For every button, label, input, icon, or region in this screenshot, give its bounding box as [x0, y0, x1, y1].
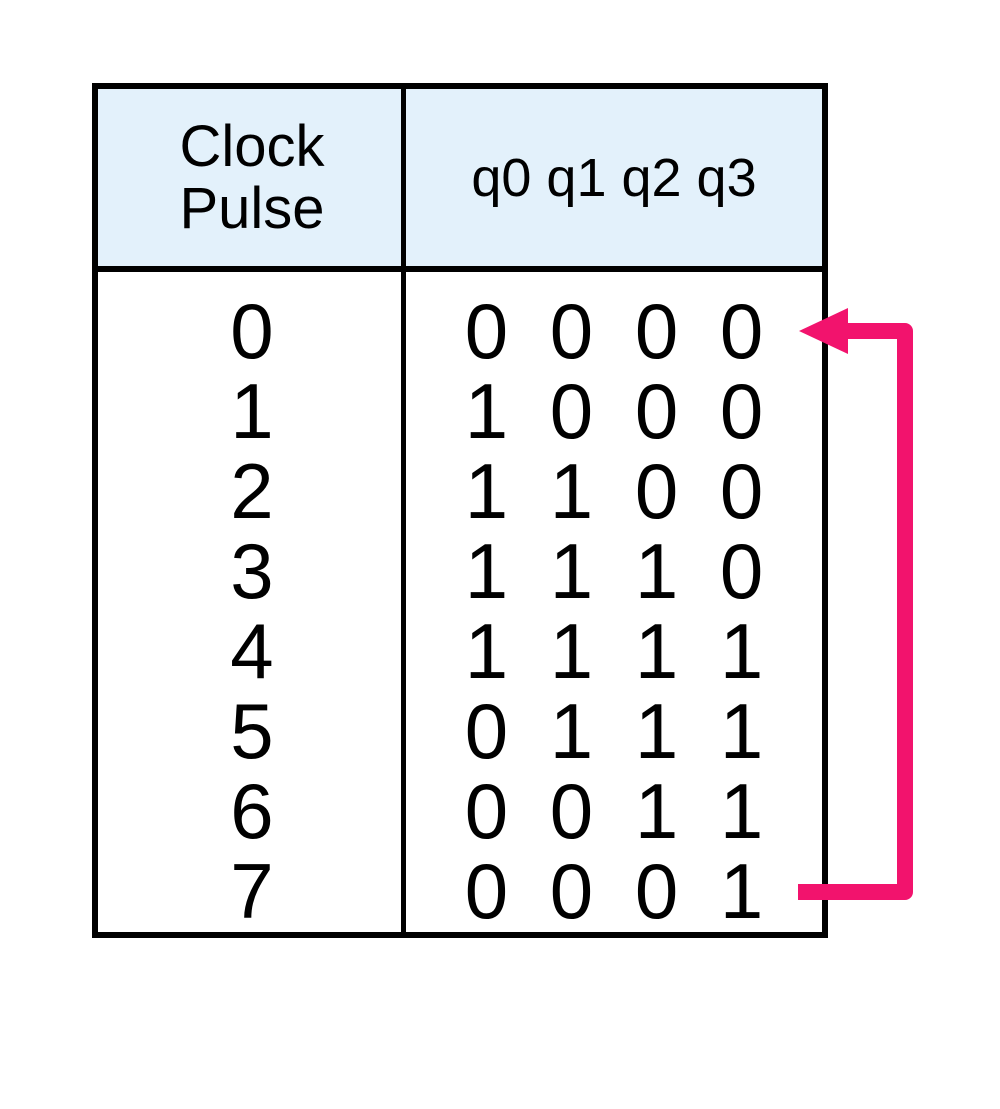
- table-row: 6 0 0 1 1: [98, 767, 822, 855]
- q-bits-cell: 1 0 0 0: [464, 366, 764, 455]
- clock-pulse-cell: 5: [230, 686, 274, 775]
- table-row: 2 1 1 0 0: [98, 447, 822, 535]
- table-row: 0 0 0 0 0: [98, 287, 822, 375]
- clock-pulse-cell: 2: [230, 446, 274, 535]
- header-q-bits-label: q0 q1 q2 q3: [471, 147, 757, 208]
- clock-pulse-cell: 6: [230, 766, 274, 855]
- table-row: 7 0 0 0 1: [98, 847, 822, 935]
- header-clock-line2: Pulse: [179, 175, 325, 241]
- table-header-row: Clock Pulse q0 q1 q2 q3: [98, 89, 822, 266]
- clock-pulse-cell: 7: [230, 846, 274, 935]
- q-bits-cell: 0 0 1 1: [464, 766, 764, 855]
- q-bits-cell: 1 1 1 1: [464, 606, 764, 695]
- table-row: 3 1 1 1 0: [98, 527, 822, 615]
- clock-pulse-cell: 1: [230, 366, 274, 455]
- column-divider-line: [401, 89, 406, 932]
- clock-pulse-cell: 4: [230, 606, 274, 695]
- header-separator-line: [98, 266, 822, 272]
- table-row: 5 0 1 1 1: [98, 687, 822, 775]
- table-row: 4 1 1 1 1: [98, 607, 822, 695]
- q-bits-cell: 1 1 0 0: [464, 446, 764, 535]
- clock-pulse-cell: 3: [230, 526, 274, 615]
- table-row: 1 1 0 0 0: [98, 367, 822, 455]
- table-body: 0 0 0 0 0 1 1 0 0 0 2 1 1 0 0 3 1 1 1 0 …: [98, 272, 822, 935]
- header-clock-line1: Clock: [179, 113, 325, 179]
- state-table: Clock Pulse q0 q1 q2 q3 0 0 0 0 0 1 1 0 …: [92, 83, 828, 938]
- q-bits-cell: 0 0 0 1: [464, 846, 764, 935]
- clock-pulse-cell: 0: [230, 286, 274, 375]
- q-bits-cell: 1 1 1 0: [464, 526, 764, 615]
- header-q-bits: q0 q1 q2 q3: [406, 89, 822, 266]
- q-bits-cell: 0 1 1 1: [464, 686, 764, 775]
- header-clock-pulse: Clock Pulse: [98, 89, 406, 266]
- q-bits-cell: 0 0 0 0: [464, 286, 764, 375]
